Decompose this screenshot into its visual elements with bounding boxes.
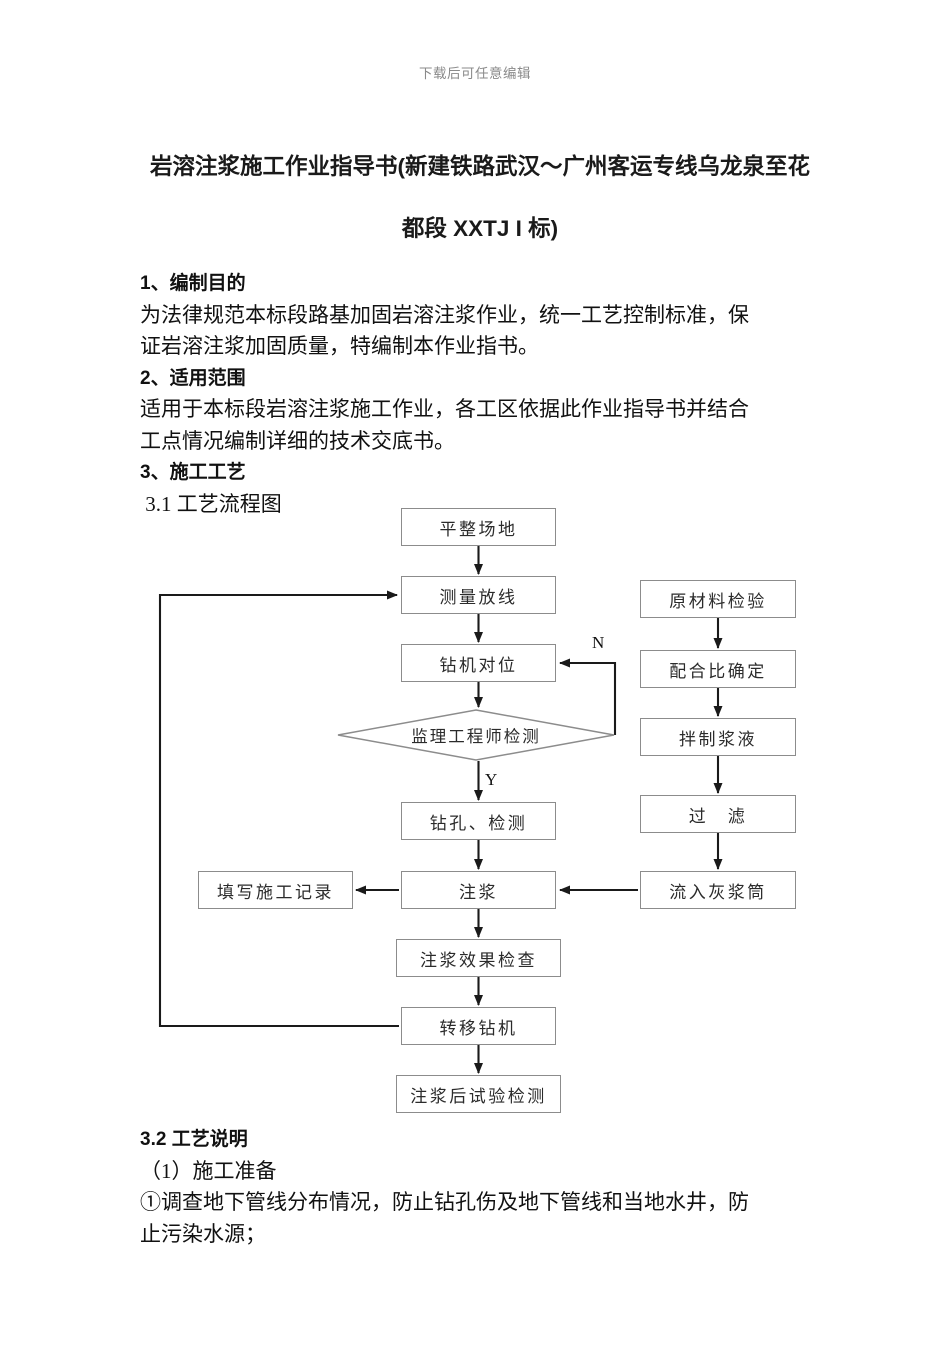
flow-node-rig-positioning: 钻机对位: [401, 644, 556, 682]
flow-node-post-grouting-test: 注浆后试验检测: [396, 1075, 561, 1113]
edge-n8-n2-loop: [158, 590, 399, 1028]
edge-n4-n3-no: [559, 658, 617, 735]
flow-node-label: 监理工程师检测: [411, 728, 541, 746]
flow-node-filtering: 过 滤: [640, 795, 796, 833]
section-3-2-item-1: ①调查地下管线分布情况，防止钻孔伤及地下管线和当地水井，防 止污染水源；: [140, 1190, 749, 1246]
flow-node-move-rig: 转移钻机: [401, 1007, 556, 1045]
section-2-body: 适用于本标段岩溶注浆施工作业，各工区依据此作业指导书并结合 工点情况编制详细的技…: [140, 397, 749, 453]
body-text-upper: 1、编制目的 为法律规范本标段路基加固岩溶注浆作业，统一工艺控制标准，保 证岩溶…: [140, 268, 830, 520]
flow-node-drilling-inspection: 钻孔、检测: [401, 802, 556, 840]
flow-node-mix-ratio-determination: 配合比确定: [640, 650, 796, 688]
page-header-note: 下载后可任意编辑: [419, 66, 531, 81]
page-title-line-2: 都段 XXTJ I 标): [401, 216, 559, 241]
body-text-lower: 3.2 工艺说明 （1）施工准备 ①调查地下管线分布情况，防止钻孔伤及地下管线和…: [140, 1124, 840, 1250]
branch-label-yes: Y: [485, 770, 498, 789]
flow-node-raw-material-inspection: 原材料检验: [640, 580, 796, 618]
flow-node-grouting: 注浆: [401, 871, 556, 909]
flow-node-fill-construction-record: 填写施工记录: [198, 871, 353, 909]
branch-label-no: N: [592, 633, 605, 652]
page-title-line-1: 岩溶注浆施工作业指导书(新建铁路武汉～广州客运专线乌龙泉至花: [150, 154, 810, 179]
section-1-heading: 1、编制目的: [140, 273, 246, 294]
section-3-2-sub-1: （1）施工准备: [140, 1158, 277, 1183]
section-3-2-heading: 3.2 工艺说明: [140, 1129, 248, 1150]
flow-node-supervisor-inspection: 监理工程师检测: [337, 709, 615, 761]
flow-node-survey-layout: 测量放线: [401, 576, 556, 614]
flow-node-flow-into-grout-tank: 流入灰浆筒: [640, 871, 796, 909]
diamond-shape: [337, 709, 615, 761]
section-3-1-heading: 3.1 工艺流程图: [140, 491, 282, 516]
section-2-heading: 2、适用范围: [140, 367, 246, 389]
section-1-body: 为法律规范本标段路基加固岩溶注浆作业，统一工艺控制标准，保 证岩溶注浆加固质量，…: [140, 302, 749, 359]
page-title: 岩溶注浆施工作业指导书(新建铁路武汉～广州客运专线乌龙泉至花 都段 XXTJ I…: [140, 136, 820, 260]
flow-node-grouting-effect-check: 注浆效果检查: [396, 939, 561, 977]
section-3-heading: 3、施工工艺: [140, 462, 246, 483]
flow-node-slurry-mixing: 拌制浆液: [640, 718, 796, 756]
